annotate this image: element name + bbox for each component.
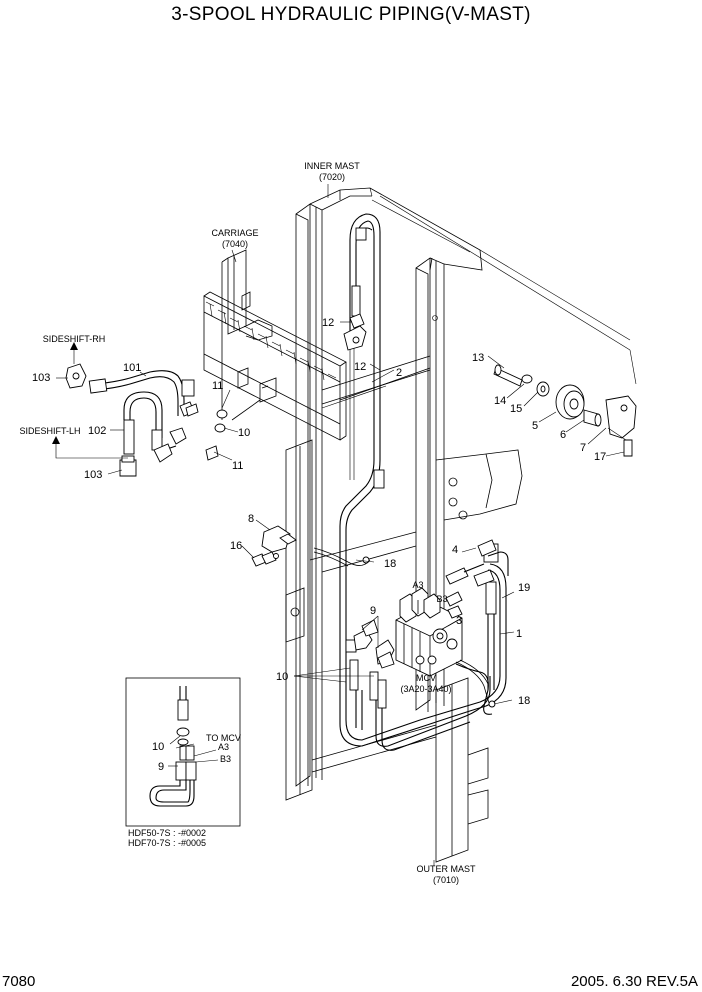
page-code: 7080 xyxy=(2,973,35,990)
label-port-b3: B3 xyxy=(436,594,447,604)
callout-1: 1 xyxy=(516,628,522,640)
label-sideshift-rh: SIDESHIFT-RH xyxy=(43,334,106,344)
label-mcv-code: (3A20-3A40) xyxy=(400,684,451,694)
hose-19-assembly xyxy=(445,539,509,585)
inner-mast xyxy=(295,187,523,787)
callout-17: 17 xyxy=(594,451,606,463)
diagram-labels: INNER MAST (7020) CARRIAGE (7040) SIDESH… xyxy=(19,161,476,885)
tie-band-lower xyxy=(455,659,496,708)
inset-to-mcv: TO MCV xyxy=(206,733,241,743)
inset-detail xyxy=(125,677,241,827)
sideshift-hoses xyxy=(65,363,261,477)
callout-12-upper: 12 xyxy=(322,317,334,329)
callout-8: 8 xyxy=(248,513,254,525)
callout-10-main: 10 xyxy=(276,671,288,683)
inset-port-b3: B3 xyxy=(220,754,231,764)
revision-date: 2005. 6.30 REV.5A xyxy=(571,973,698,990)
inset-callout-9: 9 xyxy=(158,761,164,773)
callout-12-lower: 12 xyxy=(354,361,366,373)
inset-model-1: HDF50-7S : -#0002 xyxy=(128,828,206,838)
label-carriage-code: (7040) xyxy=(222,239,248,249)
callout-3: 3 xyxy=(456,615,462,627)
label-port-a3: A3 xyxy=(412,580,423,590)
callout-15: 15 xyxy=(510,403,522,415)
callout-103-upper: 103 xyxy=(32,372,50,384)
label-sideshift-lh: SIDESHIFT-LH xyxy=(19,426,80,436)
callout-103-lower: 103 xyxy=(84,469,102,481)
page-title: 3-SPOOL HYDRAULIC PIPING(V-MAST) xyxy=(171,4,530,25)
leader-lines xyxy=(56,184,625,866)
label-inner-mast: INNER MAST xyxy=(304,161,360,171)
lower-hoses xyxy=(339,543,507,751)
callout-11-upper: 11 xyxy=(212,380,223,392)
callout-9: 9 xyxy=(370,605,376,617)
inset-labels: 10 9 TO MCV A3 B3 HDF50-7S : -#0002 HDF7… xyxy=(128,733,241,848)
callout-4: 4 xyxy=(452,544,458,556)
label-inner-mast-code: (7020) xyxy=(319,172,345,182)
tie-band-upper xyxy=(313,547,371,567)
inset-model-2: HDF70-7S : -#0005 xyxy=(128,838,206,848)
callout-18-upper: 18 xyxy=(384,558,396,570)
inset-callout-10: 10 xyxy=(152,741,164,753)
clamp-8-bolt-16 xyxy=(251,525,297,567)
sideshift-arrows xyxy=(52,342,128,459)
callout-6: 6 xyxy=(560,429,566,441)
pulley-assembly xyxy=(379,195,637,457)
callout-7: 7 xyxy=(580,442,586,454)
mcv-valve xyxy=(395,587,493,715)
callout-101: 101 xyxy=(123,362,141,374)
callout-2: 2 xyxy=(396,367,402,379)
callout-14: 14 xyxy=(494,395,506,407)
callout-numbers: 1 2 3 4 5 6 7 8 9 10 10 11 11 12 12 13 1… xyxy=(32,317,606,707)
label-outer-mast-code: (7010) xyxy=(433,875,459,885)
label-mcv: MCV xyxy=(416,673,436,683)
mast-hoses xyxy=(321,213,431,610)
callout-19: 19 xyxy=(518,582,530,594)
inset-port-a3: A3 xyxy=(218,742,229,752)
callout-18-lower: 18 xyxy=(518,695,530,707)
callout-13: 13 xyxy=(472,352,484,364)
label-carriage: CARRIAGE xyxy=(211,228,258,238)
callout-16: 16 xyxy=(230,540,242,552)
carriage xyxy=(203,249,347,441)
callout-102: 102 xyxy=(88,425,106,437)
label-outer-mast: OUTER MAST xyxy=(416,864,476,874)
callout-5: 5 xyxy=(532,420,538,432)
callout-11-lower: 11 xyxy=(232,460,243,472)
callout-10-left: 10 xyxy=(238,427,250,439)
